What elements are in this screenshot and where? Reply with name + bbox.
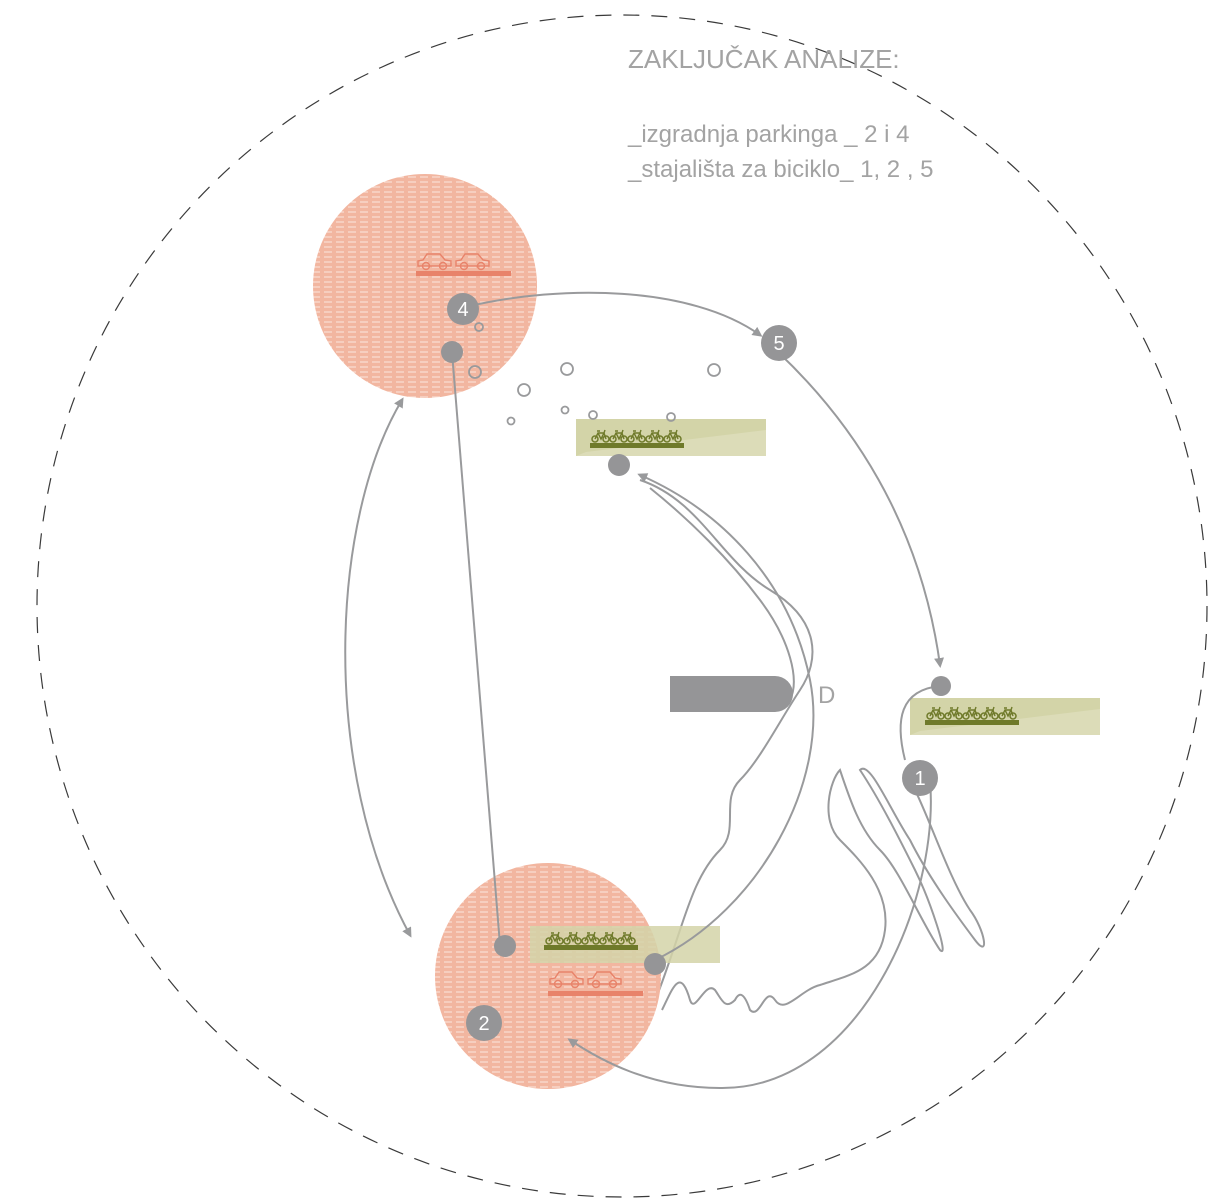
parking-zone-2 bbox=[435, 863, 661, 1089]
route-4-to-5 bbox=[469, 291, 763, 337]
node-2: 2 bbox=[466, 1005, 502, 1041]
svg-text:1: 1 bbox=[914, 768, 925, 790]
junction-points bbox=[441, 341, 951, 975]
bicycle-stand-5 bbox=[576, 419, 766, 456]
conclusion-parking: _izgradnja parkinga _ 2 i 4 bbox=[627, 121, 910, 148]
route-4-to-2 bbox=[344, 397, 412, 938]
route-1-to-2 bbox=[567, 779, 932, 1090]
parking-zone-4 bbox=[313, 174, 537, 398]
coastline bbox=[639, 479, 986, 1013]
node-4: 4 bbox=[447, 293, 479, 325]
bicycle-stand-1 bbox=[910, 698, 1100, 735]
svg-text:2: 2 bbox=[478, 1013, 489, 1035]
route-4-to-2-direct bbox=[451, 351, 501, 946]
destination-marker bbox=[670, 676, 793, 712]
svg-text:5: 5 bbox=[773, 333, 784, 355]
car-parking-icon bbox=[416, 253, 511, 276]
route-2-to-5 bbox=[637, 473, 815, 961]
bus-stop-dots bbox=[468, 322, 721, 426]
bicycle-stand-icon bbox=[544, 931, 638, 950]
routes bbox=[344, 291, 944, 1090]
bicycle-stand-2 bbox=[530, 926, 720, 963]
route-1-loop bbox=[899, 685, 941, 761]
bicycle-stand-icon bbox=[925, 706, 1019, 725]
car-parking-icon bbox=[548, 971, 643, 996]
svg-text:4: 4 bbox=[457, 299, 468, 321]
bicycle-stand-icon bbox=[590, 429, 684, 448]
coastline-inner bbox=[649, 487, 795, 701]
analysis-title: ZAKLJUČAK ANALIZE: bbox=[628, 44, 900, 74]
route-5-to-1 bbox=[777, 351, 944, 668]
node-1: 1 bbox=[902, 760, 938, 796]
destination-label: D bbox=[818, 682, 835, 709]
node-5: 5 bbox=[761, 325, 797, 361]
analysis-boundary bbox=[36, 14, 1208, 1198]
conclusion-bike: _stajališta za biciklo_ 1, 2 , 5 bbox=[627, 156, 934, 183]
